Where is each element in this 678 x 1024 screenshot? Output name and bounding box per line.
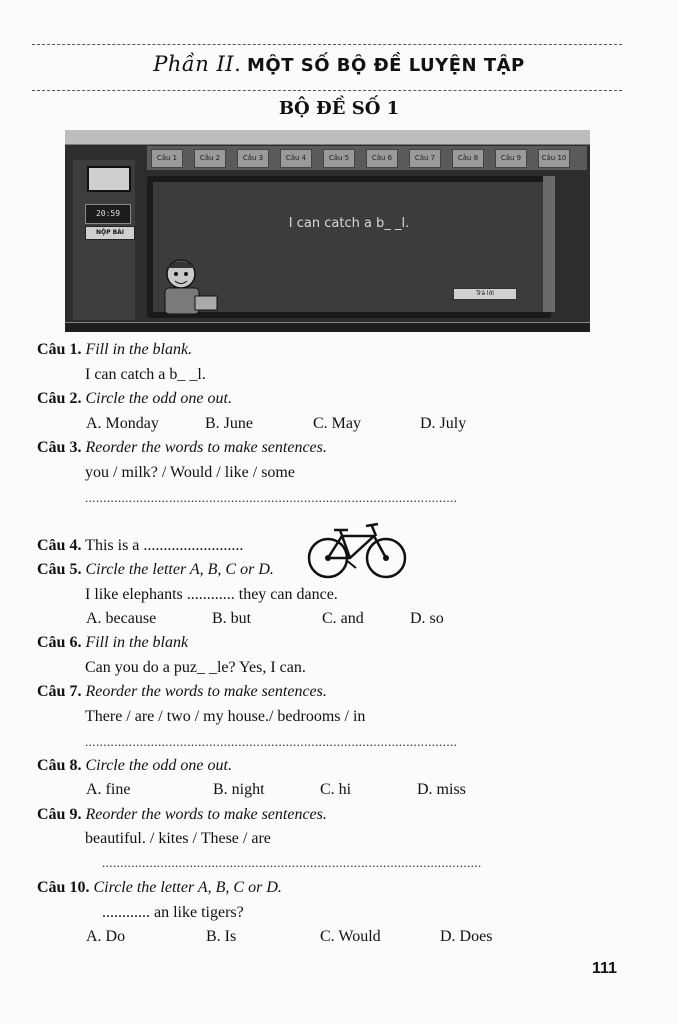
quiz-app-screenshot: Câu 1 Câu 2 Câu 3 Câu 4 Câu 5 Câu 6 Câu …	[65, 130, 590, 332]
section-heading-script: Phần II.	[153, 52, 242, 76]
option-d: D. July	[420, 415, 467, 432]
question-number: Câu 10.	[37, 879, 90, 896]
question-tab: Câu 1	[151, 149, 183, 168]
question-5: Câu 5. Circle the letter A, B, C or D.	[37, 560, 274, 580]
option-a: A. Monday	[86, 415, 159, 432]
question-number: Câu 4.	[37, 537, 82, 554]
question-tab: Câu 3	[237, 149, 269, 168]
section-heading: Phần II. MỘT SỐ BỘ ĐỀ LUYỆN TẬP	[0, 52, 678, 77]
question-9: Câu 9. Reorder the words to make sentenc…	[37, 805, 327, 825]
question-instruction: Circle the letter A, B, C or D.	[85, 561, 274, 578]
question-tab: Câu 5	[323, 149, 355, 168]
chalkboard-question: I can catch a b_ _l.	[288, 216, 410, 231]
option-d: D. miss	[417, 781, 466, 798]
question-tab: Câu 8	[452, 149, 484, 168]
heading-dashed-rule	[32, 90, 622, 91]
question-10: Câu 10. Circle the letter A, B, C or D.	[37, 878, 282, 898]
question-instruction: Circle the odd one out.	[85, 757, 232, 774]
countdown-timer: 20:59	[85, 204, 131, 224]
option-a: A. because	[86, 610, 157, 627]
question-number: Câu 6.	[37, 634, 82, 651]
question-number: Câu 8.	[37, 757, 82, 774]
question-7-words: There / are / two / my house./ bedrooms …	[85, 708, 366, 725]
option-a: A. fine	[86, 781, 131, 798]
student-avatar	[87, 166, 131, 192]
option-b: B. June	[205, 415, 253, 432]
page-number: 111	[592, 960, 617, 977]
section-heading-caps: MỘT SỐ BỘ ĐỀ LUYỆN TẬP	[247, 55, 525, 76]
question-number: Câu 7.	[37, 683, 82, 700]
question-1: Câu 1. Fill in the blank.	[37, 340, 192, 360]
option-a: A. Do	[86, 928, 126, 945]
question-6: Câu 6. Fill in the blank	[37, 633, 188, 653]
answer-button: Trả lời	[453, 288, 517, 300]
question-instruction: Circle the letter A, B, C or D.	[93, 879, 282, 896]
question-7: Câu 7. Reorder the words to make sentenc…	[37, 682, 327, 702]
answer-line: ........................................…	[85, 734, 458, 749]
question-instruction: Fill in the blank	[85, 634, 189, 651]
question-number: Câu 1.	[37, 341, 82, 358]
exercise-set-title: BỘ ĐỀ SỐ 1	[278, 98, 400, 119]
submit-button: NỘP BÀI	[85, 226, 135, 240]
question-10-sentence: ............ an like tigers?	[102, 904, 244, 921]
answer-line: ........................................…	[102, 855, 482, 870]
top-dashed-rule	[32, 44, 622, 45]
option-b: B. night	[213, 781, 265, 798]
question-6-sentence: Can you do a puz_ _le? Yes, I can.	[85, 659, 306, 676]
option-d: D. so	[410, 610, 444, 627]
os-taskbar	[65, 322, 590, 332]
question-5-sentence: I like elephants ............ they can d…	[85, 586, 338, 603]
question-4: Câu 4. This is a .......................…	[37, 536, 243, 556]
question-3: Câu 3. Reorder the words to make sentenc…	[37, 438, 327, 458]
question-tab: Câu 2	[194, 149, 226, 168]
board-side-post	[543, 176, 555, 312]
bicycle-icon	[307, 522, 407, 579]
option-d: D. Does	[440, 928, 493, 945]
question-text: This is a .........................	[85, 537, 244, 554]
question-2: Câu 2. Circle the odd one out.	[37, 389, 232, 409]
question-instruction: Circle the odd one out.	[85, 390, 232, 407]
option-c: C. hi	[320, 781, 352, 798]
question-3-words: you / milk? / Would / like / some	[85, 464, 295, 481]
question-tab-strip: Câu 1 Câu 2 Câu 3 Câu 4 Câu 5 Câu 6 Câu …	[147, 146, 587, 170]
question-instruction: Reorder the words to make sentences.	[85, 683, 327, 700]
question-number: Câu 3.	[37, 439, 82, 456]
option-b: B. Is	[206, 928, 237, 945]
option-c: C. Would	[320, 928, 381, 945]
question-tab: Câu 4	[280, 149, 312, 168]
option-c: C. and	[322, 610, 364, 627]
question-tab: Câu 10	[538, 149, 570, 168]
option-b: B. but	[212, 610, 252, 627]
question-number: Câu 5.	[37, 561, 82, 578]
question-instruction: Fill in the blank.	[85, 341, 193, 358]
question-tab: Câu 6	[366, 149, 398, 168]
question-9-words: beautiful. / kites / These / are	[85, 830, 271, 847]
question-8: Câu 8. Circle the odd one out.	[37, 756, 232, 776]
question-1-prompt: I can catch a b_ _l.	[85, 366, 206, 383]
question-tab: Câu 7	[409, 149, 441, 168]
answer-line: ........................................…	[85, 490, 458, 505]
cartoon-boy-icon	[164, 259, 218, 315]
question-instruction: Reorder the words to make sentences.	[85, 806, 327, 823]
question-number: Câu 9.	[37, 806, 82, 823]
question-tab: Câu 9	[495, 149, 527, 168]
option-c: C. May	[313, 415, 361, 432]
browser-toolbar	[65, 130, 590, 145]
question-number: Câu 2.	[37, 390, 82, 407]
question-instruction: Reorder the words to make sentences.	[85, 439, 327, 456]
